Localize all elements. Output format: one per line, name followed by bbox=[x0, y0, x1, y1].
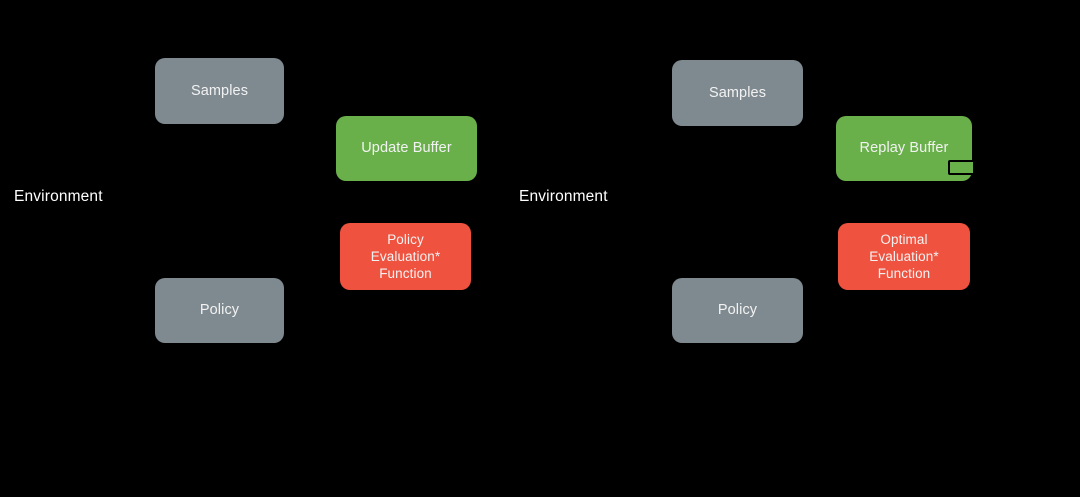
environment-label-right: Environment bbox=[519, 188, 608, 205]
environment-label-left: Environment bbox=[14, 188, 103, 205]
replay-buffer-handle-icon[interactable] bbox=[948, 160, 975, 175]
node-replay-buffer[interactable]: Replay Buffer bbox=[836, 116, 972, 181]
node-policy-left-label: Policy bbox=[199, 302, 240, 319]
node-replay-buffer-label: Replay Buffer bbox=[859, 140, 949, 157]
node-policy-left[interactable]: Policy bbox=[155, 278, 284, 343]
node-optimal-evaluation-function[interactable]: Optimal Evaluation* Function bbox=[838, 223, 970, 290]
node-update-buffer-label: Update Buffer bbox=[361, 140, 452, 157]
node-samples-right[interactable]: Samples bbox=[672, 60, 803, 126]
node-policy-right[interactable]: Policy bbox=[672, 278, 803, 343]
node-policy-evaluation-function[interactable]: Policy Evaluation* Function bbox=[340, 223, 471, 290]
node-samples-right-label: Samples bbox=[708, 84, 767, 101]
node-samples-left-label: Samples bbox=[190, 82, 249, 99]
node-policy-right-label: Policy bbox=[717, 302, 758, 319]
node-samples-left[interactable]: Samples bbox=[155, 58, 284, 124]
node-policy-evaluation-function-label: Policy Evaluation* Function bbox=[370, 231, 441, 282]
node-update-buffer[interactable]: Update Buffer bbox=[336, 116, 477, 181]
node-optimal-evaluation-function-label: Optimal Evaluation* Function bbox=[869, 231, 939, 282]
